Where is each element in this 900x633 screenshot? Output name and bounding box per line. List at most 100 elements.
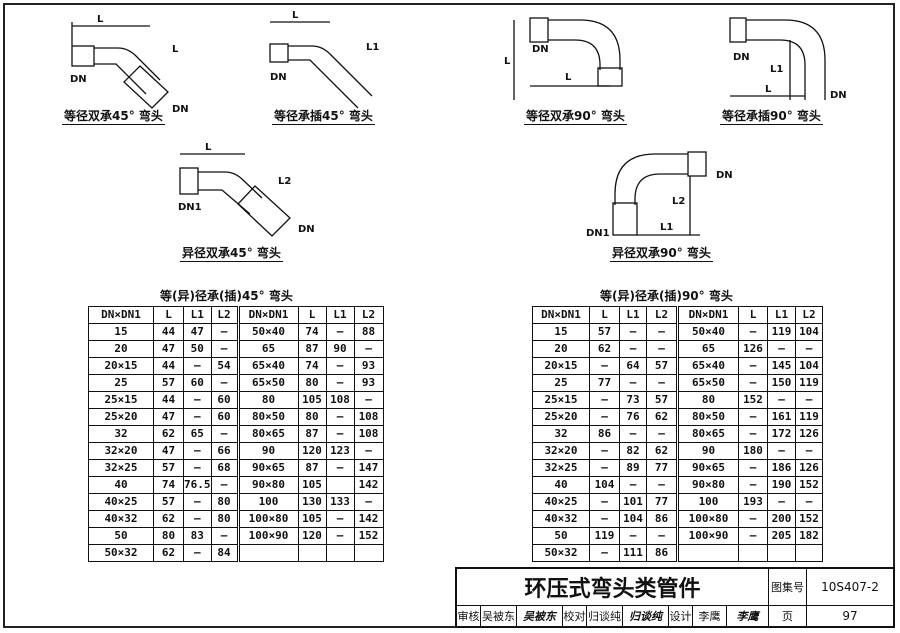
table-cell: 25×20 xyxy=(88,408,154,426)
column-header: L1 xyxy=(619,306,647,324)
table-cell: — xyxy=(325,510,355,528)
svg-text:DN1: DN1 xyxy=(178,202,202,213)
table-cell: — xyxy=(183,510,212,528)
table-cell: 93 xyxy=(353,374,384,392)
drawing-equal-double-socket-45: L L DN DN xyxy=(70,14,189,115)
table-cell: — xyxy=(353,442,384,460)
table-cell: — xyxy=(589,510,620,528)
table-cell: — xyxy=(325,357,355,375)
table-cell: — xyxy=(589,391,620,409)
column-header: L2 xyxy=(353,306,384,324)
table-cell: 200 xyxy=(767,510,796,528)
table-cell: 172 xyxy=(767,425,796,443)
table-cell: 47 xyxy=(183,323,212,341)
svg-text:DN: DN xyxy=(70,74,87,85)
table-cell: 111 xyxy=(619,544,647,562)
table-cell: 145 xyxy=(767,357,796,375)
table-45-title: 等(异)径承(插)45° 弯头 xyxy=(160,289,293,303)
table-cell: 133 xyxy=(325,493,355,511)
table-cell: — xyxy=(589,493,620,511)
table-cell: 161 xyxy=(767,408,796,426)
table-cell: 105 xyxy=(297,391,327,409)
table-cell: 104 xyxy=(619,510,647,528)
svg-text:L: L xyxy=(565,72,572,83)
table-cell: 119 xyxy=(795,408,823,426)
table-cell: 104 xyxy=(795,323,823,341)
table-cell: 32 xyxy=(532,425,590,443)
table-cell: 44 xyxy=(153,323,184,341)
table-cell: 32 xyxy=(88,425,154,443)
table-cell: 65 xyxy=(236,340,299,358)
table-cell: 190 xyxy=(767,476,796,494)
table-cell: — xyxy=(183,459,212,477)
table-cell: 108 xyxy=(353,408,384,426)
design-label: 设计 xyxy=(669,606,693,626)
table-cell: — xyxy=(183,442,212,460)
table-cell: — xyxy=(353,493,384,511)
table-cell: 90×65 xyxy=(236,459,299,477)
review-label: 审核 xyxy=(457,606,481,626)
svg-text:L: L xyxy=(292,10,299,21)
table-cell: 32×20 xyxy=(532,442,590,460)
table-cell: — xyxy=(738,408,768,426)
table-cell: 142 xyxy=(353,476,384,494)
table-cell: — xyxy=(795,391,823,409)
table-cell: 57 xyxy=(153,493,184,511)
table-cell: 90 xyxy=(676,442,739,460)
table-cell: 25×15 xyxy=(88,391,154,409)
table-cell: 86 xyxy=(646,544,678,562)
reviewer-name: 吴被东 xyxy=(481,606,517,626)
table-cell: — xyxy=(325,408,355,426)
caption-reducing-double-socket-45: 异径双承45° 弯头 xyxy=(180,246,283,262)
table-cell: 80×65 xyxy=(676,425,739,443)
table-cell: 40×32 xyxy=(532,510,590,528)
table-cell: 126 xyxy=(795,459,823,477)
table-cell: 40 xyxy=(88,476,154,494)
table-cell: — xyxy=(325,527,355,545)
table-cell: 47 xyxy=(153,442,184,460)
table-cell: — xyxy=(210,340,239,358)
table-cell: 20 xyxy=(532,340,590,358)
svg-text:L1: L1 xyxy=(770,64,783,75)
table-cell: 77 xyxy=(646,459,678,477)
table-cell: 87 xyxy=(297,425,327,443)
table-cell: 44 xyxy=(153,357,184,375)
table-cell: 119 xyxy=(589,527,620,545)
table-cell: 100×90 xyxy=(676,527,739,545)
table-cell: 65×50 xyxy=(676,374,739,392)
atlas-number: 10S407-2 xyxy=(807,569,893,606)
table-cell: 20×15 xyxy=(88,357,154,375)
table-cell: 152 xyxy=(738,391,768,409)
check-label: 校对 xyxy=(563,606,587,626)
table-cell: — xyxy=(183,544,212,562)
table-cell: — xyxy=(795,442,823,460)
table-cell: — xyxy=(210,323,239,341)
table-cell: 100×80 xyxy=(676,510,739,528)
table-cell: 40×25 xyxy=(532,493,590,511)
table-cell: 100 xyxy=(236,493,299,511)
table-cell: 88 xyxy=(353,323,384,341)
table-cell: 147 xyxy=(353,459,384,477)
atlas-label: 图集号 xyxy=(769,569,807,606)
fitting-drawings: L L DN DN L L1 DN DN L L DN L L1 DN L xyxy=(70,10,847,239)
table-cell: 152 xyxy=(795,510,823,528)
page-number: 97 xyxy=(842,609,858,623)
svg-text:L: L xyxy=(205,142,212,153)
caption-equal-socket-spigot-45: 等径承插45° 弯头 xyxy=(272,109,375,125)
table-cell: — xyxy=(210,476,239,494)
table-cell: 100×80 xyxy=(236,510,299,528)
table-cell: — xyxy=(183,408,212,426)
table-cell: 80×50 xyxy=(676,408,739,426)
